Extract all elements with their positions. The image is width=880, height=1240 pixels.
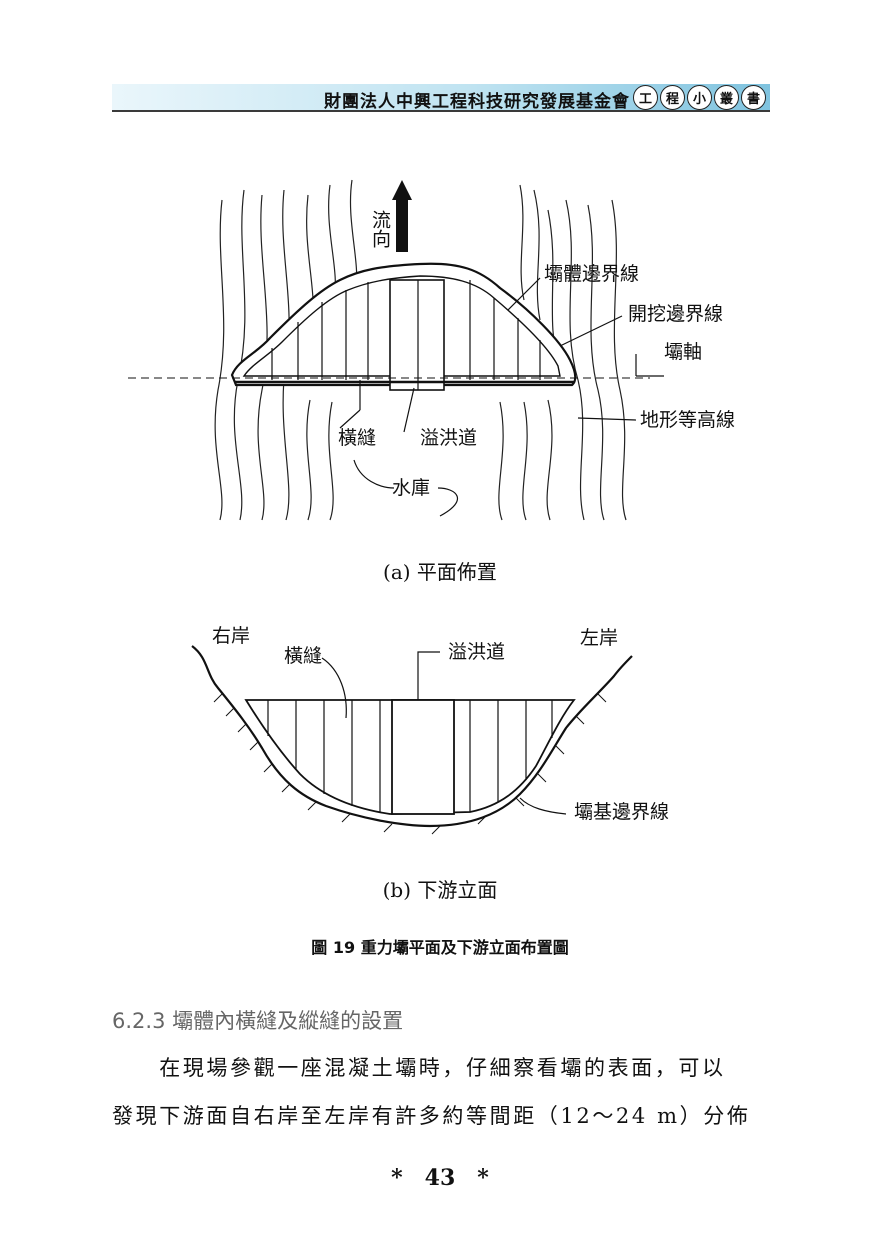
- spillway-block: [389, 279, 445, 391]
- figure-b-caption: (b) 下游立面: [382, 878, 498, 902]
- section-heading: 6.2.3 壩體內橫縫及縱縫的設置: [112, 1009, 404, 1033]
- label-foundation-boundary: 壩基邊界線: [574, 801, 669, 823]
- transverse-joints: [271, 280, 541, 380]
- label-spillway: 溢洪道: [420, 427, 477, 449]
- excavation-outline: [242, 275, 561, 377]
- paragraph-line: 在現場參觀一座混凝土壩時，仔細察看壩的表面，可以: [112, 1056, 726, 1080]
- transverse-joints: [267, 700, 553, 812]
- figure-a-caption: (a) 平面佈置: [383, 560, 497, 584]
- label-right-bank: 右岸: [212, 625, 250, 647]
- figure-a-plan: 流向 壩體邊界線 開挖邊界線 壩軸 地形等高線 橫縫 溢洪道 水庫: [128, 179, 735, 521]
- flow-arrow-icon: [392, 180, 412, 252]
- ground-hatch: [213, 693, 607, 835]
- paragraph-line: 發現下游面自右岸至左岸有許多約等間距（12～24 m）分佈: [112, 1104, 751, 1128]
- page-number: * 43 *: [391, 1165, 489, 1191]
- figure-title: 圖 19 重力壩平面及下游立面布置圖: [311, 938, 569, 957]
- label-dam-axis: 壩軸: [664, 341, 702, 363]
- series-badges: 工 程 小 叢 書: [633, 85, 766, 110]
- series-char: 叢: [714, 85, 739, 110]
- label-transverse-joint: 橫縫: [284, 645, 322, 667]
- label-left-bank: 左岸: [580, 627, 618, 649]
- series-char: 小: [687, 85, 712, 110]
- page-header: 財團法人中興工程科技研究發展基金會 工 程 小 叢 書: [112, 84, 770, 112]
- spillway-block: [391, 699, 455, 815]
- series-char: 工: [633, 85, 658, 110]
- valley-profile: [191, 645, 633, 828]
- label-transverse-joint: 橫縫: [338, 427, 376, 449]
- label-spillway: 溢洪道: [448, 641, 505, 663]
- label-reservoir: 水庫: [392, 477, 430, 499]
- contour-lines: [214, 179, 627, 521]
- series-char: 書: [741, 85, 766, 110]
- series-char: 程: [660, 85, 685, 110]
- header-org: 財團法人中興工程科技研究發展基金會: [324, 92, 630, 112]
- label-contour: 地形等高線: [640, 409, 735, 431]
- label-excavation-boundary: 開挖邊界線: [628, 303, 723, 325]
- figure-b-elevation: 右岸 左岸 橫縫 溢洪道 壩基邊界線: [191, 625, 669, 835]
- label-dam-boundary: 壩體邊界線: [544, 263, 639, 285]
- label-flow-direction: 流向: [369, 210, 391, 248]
